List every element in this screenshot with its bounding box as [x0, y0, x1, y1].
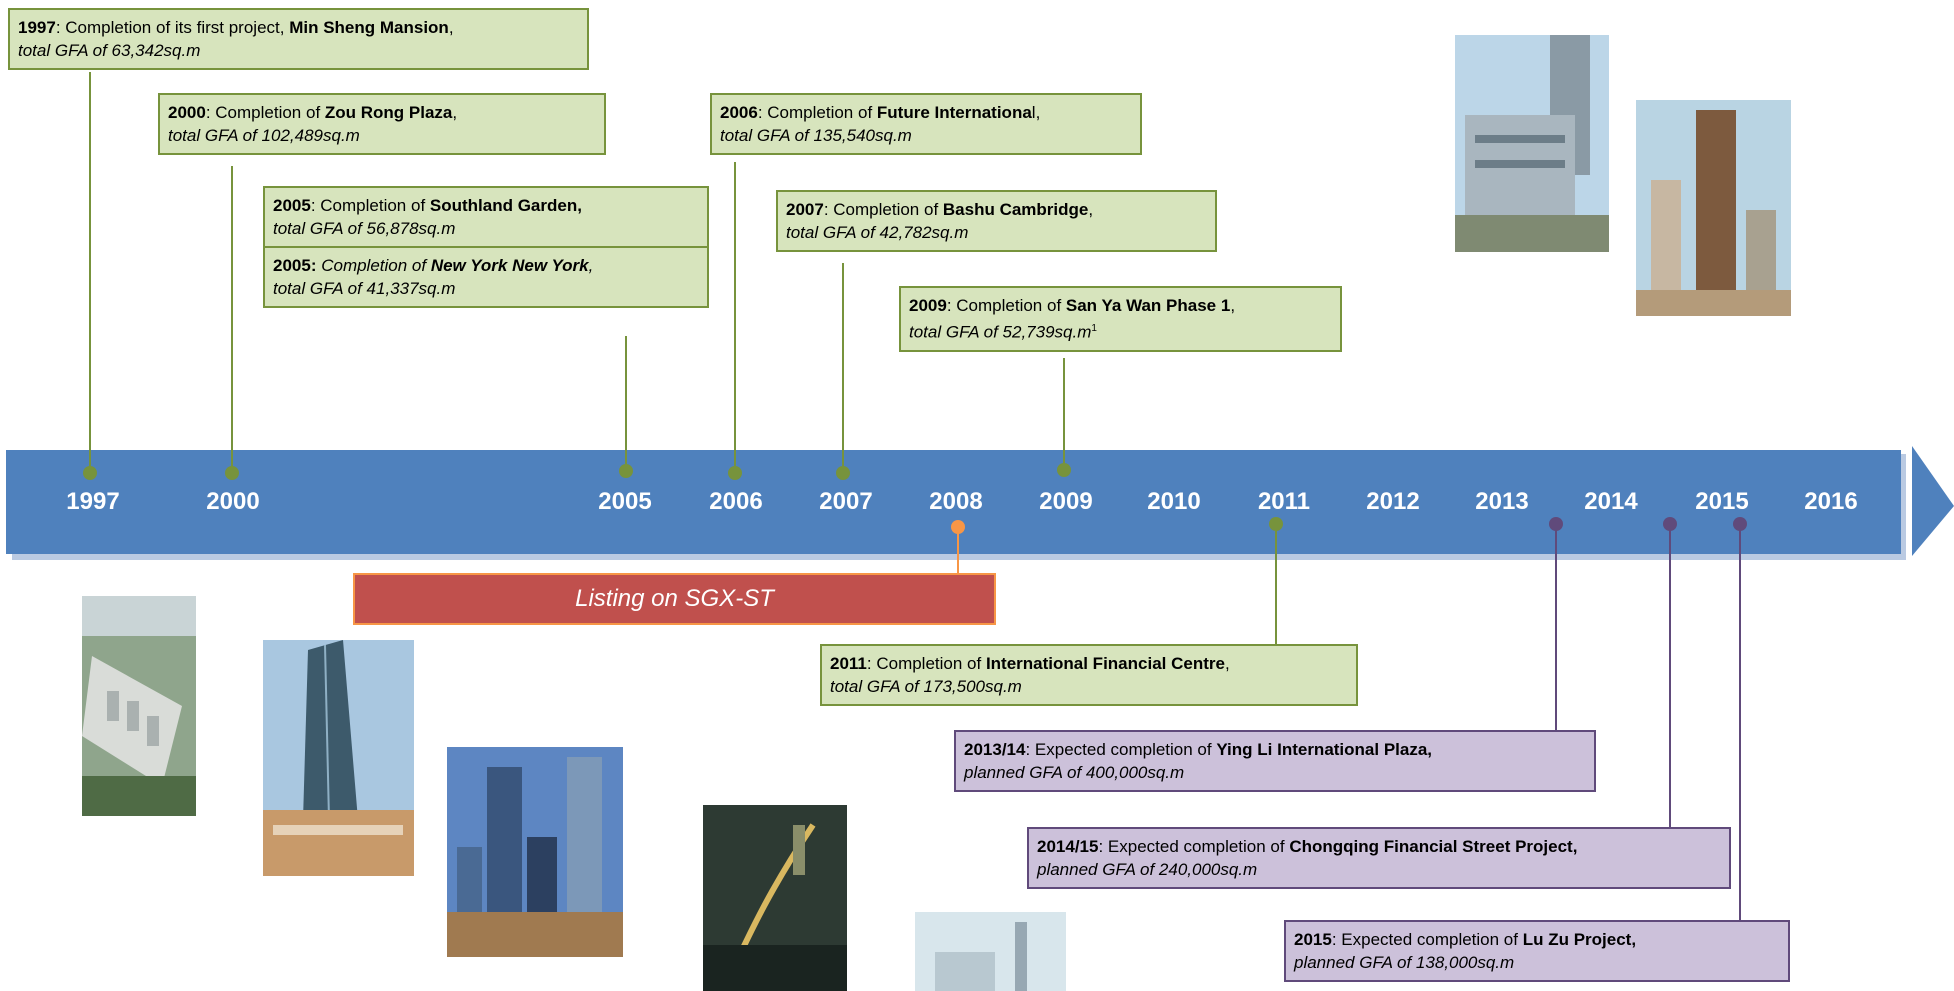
connector-line-2006: [734, 162, 736, 474]
year-label-2011: 2011: [1257, 488, 1311, 515]
connector-line-listing: [957, 527, 959, 573]
milestone-box-2005: 2005: Completion of Southland Garden, to…: [263, 186, 709, 308]
year-label-2016: 2016: [1804, 488, 1858, 515]
marker-2013: [1549, 517, 1563, 531]
year-label-2007: 2007: [819, 488, 873, 515]
milestone-box-2007: 2007: Completion of Bashu Cambridge, tot…: [776, 190, 1217, 252]
building-photo-twin-towers: [447, 747, 623, 957]
milestone-box-2000: 2000: Completion of Zou Rong Plaza, tota…: [158, 93, 606, 155]
year-label-2000: 2000: [206, 488, 260, 515]
building-photo-brown-tower: [1636, 100, 1791, 316]
footnote-marker: 1: [1091, 323, 1097, 334]
building-photo-night-city: [703, 805, 847, 991]
year-label-2013: 2013: [1475, 488, 1529, 515]
year-label-1997: 1997: [66, 488, 120, 515]
year-label-2010: 2010: [1147, 488, 1201, 515]
building-photo-tall-tower: [263, 640, 414, 876]
building-photo-pale-tower: [915, 912, 1066, 991]
milestone-box-2011: 2011: Completion of International Financ…: [820, 644, 1358, 706]
marker-2015: [1733, 517, 1747, 531]
milestone-box-2006: 2006: Completion of Future International…: [710, 93, 1142, 155]
milestone-box-2009: 2009: Completion of San Ya Wan Phase 1, …: [899, 286, 1342, 352]
year-label-2006: 2006: [709, 488, 763, 515]
year-label-2009: 2009: [1039, 488, 1093, 515]
year-label-2015: 2015: [1695, 488, 1749, 515]
marker-2000: [225, 466, 239, 480]
listing-label: Listing on SGX-ST: [575, 585, 774, 612]
connector-line-2015: [1739, 524, 1741, 922]
connector-line-2013: [1555, 524, 1557, 730]
connector-line-2000: [231, 166, 233, 474]
box-divider: [265, 246, 707, 248]
marker-2006: [728, 466, 742, 480]
milestone-box-2015: 2015: Expected completion of Lu Zu Proje…: [1284, 920, 1790, 982]
marker-2007: [836, 466, 850, 480]
listing-bar: Listing on SGX-ST: [353, 573, 996, 625]
building-photo-mall: [1455, 35, 1609, 252]
milestone-box-2013: 2013/14: Expected completion of Ying Li …: [954, 730, 1596, 792]
marker-2005: [619, 464, 633, 478]
milestone-box-2014: 2014/15: Expected completion of Chongqin…: [1027, 827, 1731, 889]
year-label-2008: 2008: [929, 488, 983, 515]
connector-line-2005: [625, 336, 627, 472]
timeline-arrow: [6, 446, 1954, 560]
marker-listing: [951, 520, 965, 534]
marker-1997: [83, 466, 97, 480]
year-label-2005: 2005: [598, 488, 652, 515]
connector-line-2009: [1063, 358, 1065, 470]
marker-2009: [1057, 463, 1071, 477]
connector-line-2011: [1275, 524, 1277, 645]
marker-2011: [1269, 517, 1283, 531]
connector-line-1997: [89, 72, 91, 474]
year-label-2014: 2014: [1584, 488, 1638, 515]
building-photo-aerial-complex: [82, 596, 196, 816]
connector-line-2007: [842, 263, 844, 474]
year-label-2012: 2012: [1366, 488, 1420, 515]
marker-2014: [1663, 517, 1677, 531]
connector-line-2014: [1669, 524, 1671, 828]
milestone-box-1997: 1997: Completion of its first project, M…: [8, 8, 589, 70]
